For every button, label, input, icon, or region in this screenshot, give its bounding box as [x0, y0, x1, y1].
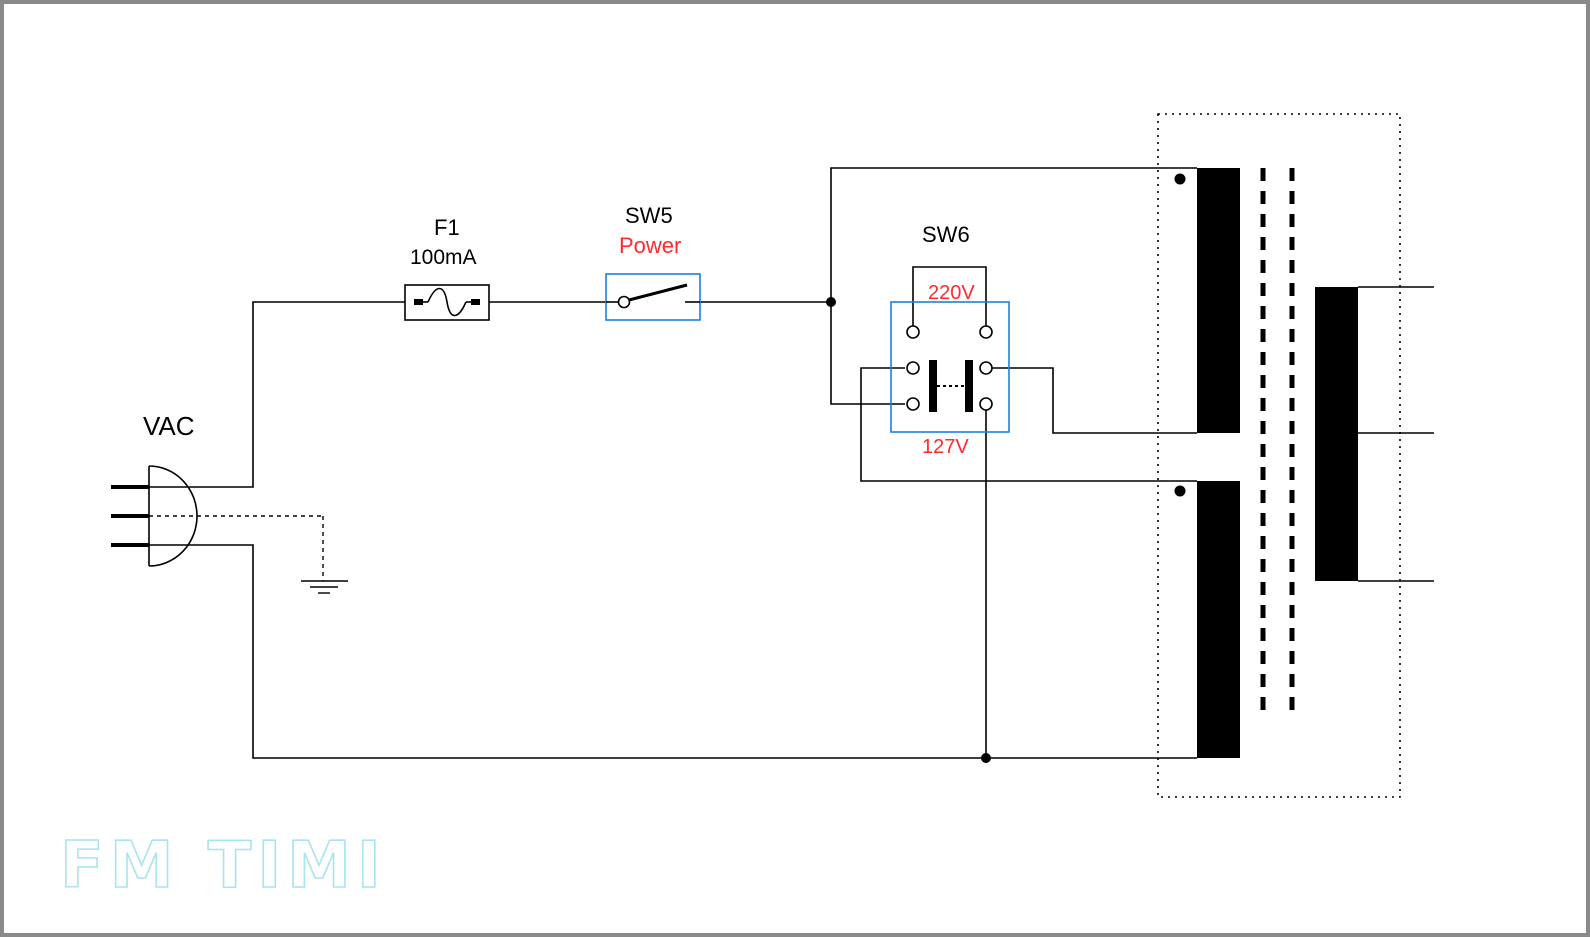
f1-value-label: 100mA [410, 246, 477, 269]
sw5-name-label: Power [619, 233, 681, 258]
fuse-f1 [404, 284, 490, 321]
switch-sw5 [605, 273, 701, 321]
ac-plug [111, 465, 198, 567]
switch-sw6 [890, 301, 1010, 433]
transformer [1157, 113, 1401, 798]
wires [149, 167, 1434, 759]
junction-dot [826, 297, 836, 307]
junction-dot [981, 753, 991, 763]
sw6-220v-label: 220V [928, 282, 975, 304]
sw6-ref-label: SW6 [922, 222, 970, 247]
vac-label: VAC [143, 411, 195, 441]
ground-icon [149, 515, 348, 594]
sw6-127v-label: 127V [922, 436, 969, 458]
watermark-logo: FM TIMI [60, 829, 387, 903]
sw5-ref-label: SW5 [625, 203, 673, 228]
f1-ref-label: F1 [434, 215, 460, 240]
